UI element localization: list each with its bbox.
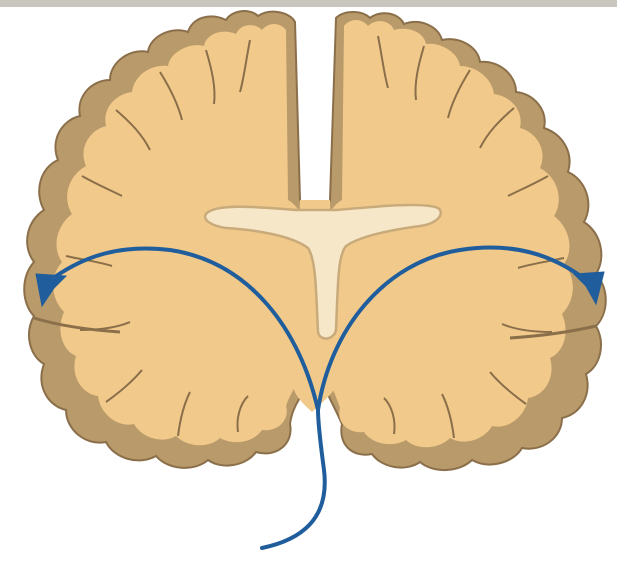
left-hemisphere bbox=[24, 11, 306, 468]
right-hemisphere bbox=[326, 12, 606, 470]
